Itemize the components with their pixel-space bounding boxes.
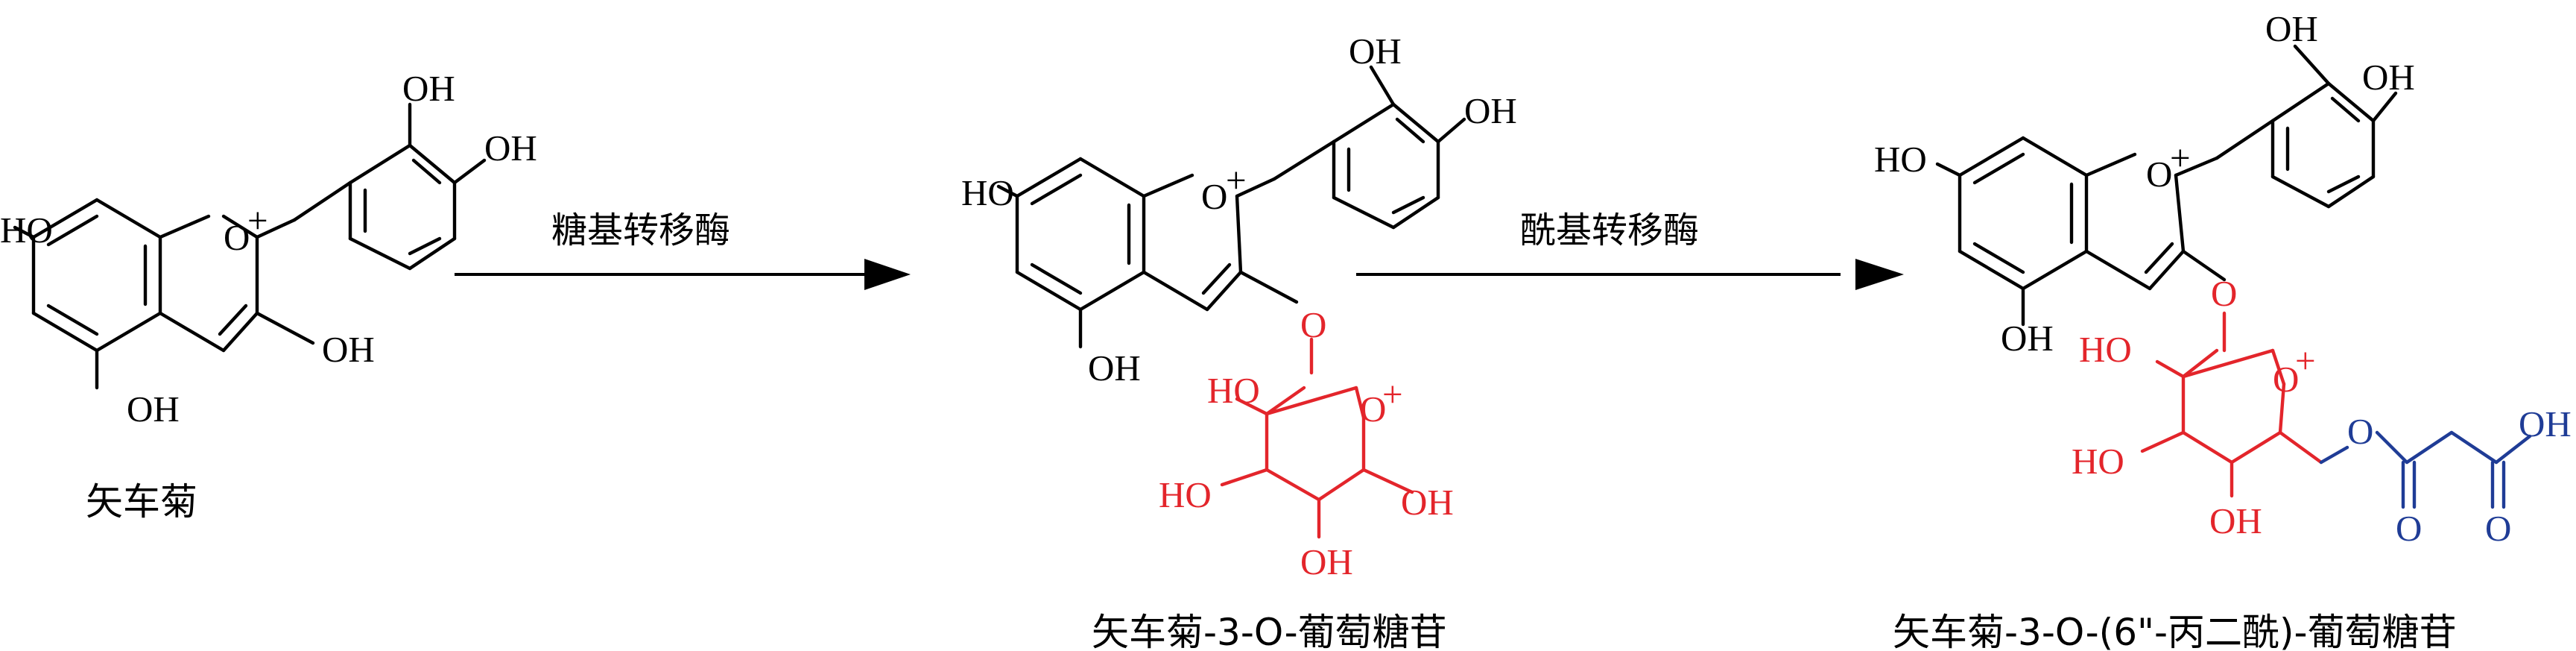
- cyanidin-glucoside-structure: O + OH OH HO OH O HO O + HO OH OH: [961, 31, 1517, 582]
- ho-label: HO: [2079, 329, 2132, 370]
- oh-label: OH: [2519, 403, 2572, 444]
- cyanidin-malonylglucoside-structure: O + OH OH HO OH O HO O + HO OH: [1874, 8, 2572, 549]
- oh-label: OH: [1464, 90, 1517, 131]
- reaction-arrow-1: [455, 259, 911, 290]
- oh-label: OH: [322, 329, 375, 370]
- cyanidin-structure: O + OH OH HO OH OH: [0, 68, 537, 430]
- ho-label: HO: [961, 172, 1014, 213]
- ho-label: HO: [1874, 139, 1927, 180]
- molecule-name-cyanidin: 矢车菊: [86, 480, 197, 523]
- ho-label: HO: [2072, 441, 2124, 482]
- reaction-arrow-2: [1356, 259, 1904, 290]
- ring-oxygen-label: O: [2273, 359, 2299, 400]
- ring-oxygen-label: O: [1360, 389, 1386, 430]
- oh-label: OH: [2001, 318, 2054, 359]
- oxonium-charge: +: [247, 200, 268, 241]
- oh-label: OH: [1349, 31, 1402, 72]
- charge-label: +: [1382, 374, 1403, 415]
- oh-label: OH: [1401, 482, 1454, 523]
- oh-label: OH: [2265, 8, 2318, 49]
- ring-oxygen-label: O: [2146, 154, 2172, 195]
- oxonium-charge: +: [1226, 160, 1247, 201]
- oh-label: OH: [484, 128, 537, 169]
- ester-oxygen-label: O: [2347, 411, 2373, 452]
- ho-label: HO: [0, 210, 53, 251]
- ring-oxygen-label: O: [1201, 176, 1227, 217]
- ho-label: HO: [1207, 370, 1260, 411]
- carbonyl-oxygen-label: O: [2485, 508, 2511, 549]
- carbonyl-oxygen-label: O: [2396, 508, 2422, 549]
- oxonium-charge: +: [2170, 137, 2191, 178]
- oh-label: OH: [402, 68, 455, 109]
- ring-oxygen-label: O: [224, 217, 250, 258]
- oh-label: OH: [2209, 500, 2262, 541]
- glycosidic-oxygen-label: O: [1300, 304, 1326, 345]
- oh-label: OH: [127, 389, 180, 430]
- glycosidic-oxygen-label: O: [2211, 273, 2237, 314]
- oh-label: OH: [1088, 347, 1141, 389]
- oh-label: OH: [1300, 541, 1353, 582]
- charge-label: +: [2295, 340, 2316, 381]
- enzyme-label-acyltransferase: 酰基转移酶: [1520, 210, 1699, 251]
- enzyme-label-glycosyltransferase: 糖基转移酶: [551, 210, 730, 251]
- ho-label: HO: [1159, 474, 1212, 515]
- oh-label: OH: [2362, 57, 2415, 98]
- molecule-name-malonylglucoside: 矢车菊-3-O-(6"-丙二酰)-葡萄糖苷: [1893, 611, 2457, 651]
- molecule-name-cyanidin-glucoside: 矢车菊-3-O-葡萄糖苷: [1092, 611, 1447, 651]
